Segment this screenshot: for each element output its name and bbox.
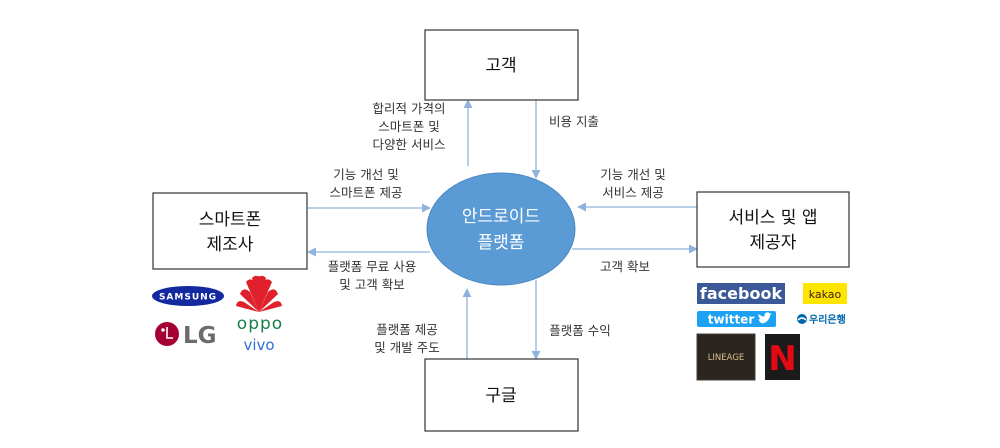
- lg-logo: LG: [155, 322, 217, 349]
- svg-text:twitter: twitter: [708, 313, 755, 327]
- label-customer-to-hub: 비용 지출: [549, 114, 599, 129]
- netflix-logo: N: [765, 334, 800, 380]
- woori-bank-logo: 우리은행: [797, 313, 846, 326]
- svg-text:kakao: kakao: [809, 288, 842, 301]
- label-hub-to-mfr-2: 및 고객 확보: [339, 277, 404, 292]
- label-mfr-to-hub-2: 스마트폰 제공: [330, 185, 403, 200]
- facebook-logo: facebook: [697, 283, 785, 304]
- svg-text:facebook: facebook: [700, 284, 783, 303]
- node-service-line-1: 서비스 및 앱: [728, 208, 817, 228]
- node-hub-line-2: 플랫폼: [478, 233, 525, 253]
- label-hub-to-customer-2: 스마트폰 및: [378, 119, 439, 134]
- label-service-to-hub-1: 기능 개선 및: [600, 167, 665, 182]
- node-manufacturer-line-1: 스마트폰: [199, 210, 262, 230]
- twitter-logo: twitter: [697, 311, 776, 327]
- node-customer: 고객: [424, 29, 579, 101]
- label-hub-to-service: 고객 확보: [600, 259, 650, 274]
- label-service-to-hub-2: 서비스 제공: [602, 185, 663, 200]
- label-hub-to-mfr-1: 플랫폼 무료 사용: [328, 259, 416, 274]
- node-google-label: 구글: [485, 386, 516, 406]
- label-google-to-hub-1: 플랫폼 제공: [376, 322, 437, 337]
- label-mfr-to-hub-1: 기능 개선 및: [333, 167, 398, 182]
- svg-text:우리은행: 우리은행: [809, 313, 846, 326]
- huawei-logo-icon: [236, 275, 282, 312]
- svg-text:N: N: [768, 339, 796, 379]
- lineage-logo: LINEAGE: [696, 333, 756, 381]
- label-google-to-hub-2: 및 개발 주도: [374, 340, 439, 355]
- node-manufacturer-line-2: 제조사: [207, 235, 254, 255]
- node-hub: 안드로이드 플랫폼: [426, 172, 576, 286]
- svg-text:SAMSUNG: SAMSUNG: [159, 293, 217, 303]
- kakao-logo: kakao: [803, 283, 847, 304]
- label-hub-to-customer-3: 다양한 서비스: [373, 137, 446, 152]
- oppo-logo: oppo: [237, 314, 283, 334]
- node-service-line-2: 제공자: [750, 233, 797, 253]
- node-manufacturer: 스마트폰 제조사: [152, 192, 308, 270]
- node-hub-line-1: 안드로이드: [462, 207, 540, 227]
- edge-labels: 합리적 가격의 스마트폰 및 다양한 서비스 비용 지출 기능 개선 및 스마트…: [328, 101, 666, 355]
- twitter-bird-icon: [758, 312, 772, 324]
- label-hub-to-customer-1: 합리적 가격의: [373, 101, 446, 116]
- label-hub-to-google: 플랫폼 수익: [549, 323, 610, 338]
- vivo-logo: vivo: [243, 336, 274, 354]
- node-customer-label: 고객: [485, 56, 516, 76]
- node-service: 서비스 및 앱 제공자: [696, 191, 850, 268]
- arrows: [307, 99, 698, 360]
- svg-text:LINEAGE: LINEAGE: [708, 353, 745, 363]
- node-google: 구글: [424, 358, 579, 432]
- svg-text:LG: LG: [183, 323, 217, 349]
- samsung-logo: SAMSUNG: [152, 286, 224, 306]
- manufacturer-logos: SAMSUNG LG oppo vivo: [152, 275, 283, 354]
- service-logos: facebook kakao twitter 우리은행 LINEAGE N: [696, 283, 847, 381]
